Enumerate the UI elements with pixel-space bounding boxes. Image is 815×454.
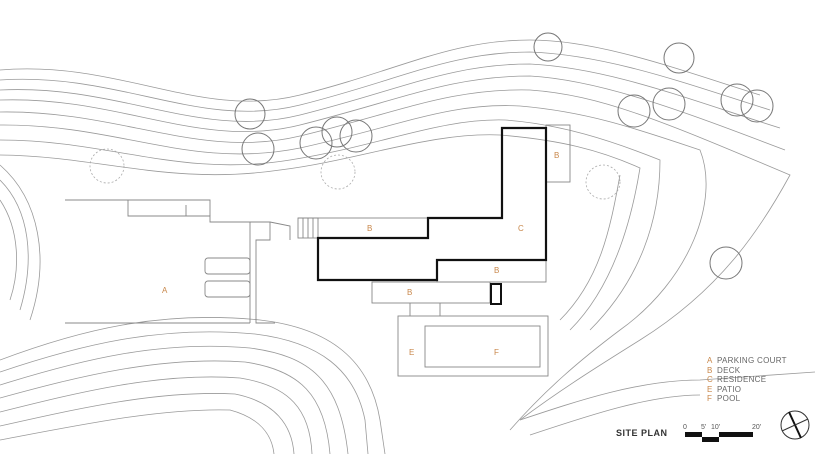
label-b: B	[554, 151, 559, 160]
label-b: B	[494, 266, 499, 275]
plan-labels: A B B C B B E F	[162, 151, 559, 357]
label-f: F	[494, 348, 499, 357]
decks-and-patio	[297, 124, 571, 377]
scale-tick: 20'	[752, 424, 762, 431]
residence-outline	[316, 126, 548, 282]
label-a: A	[162, 286, 168, 295]
label-c: C	[518, 224, 524, 233]
north-arrow-icon	[780, 410, 810, 440]
scale-tick: 0	[683, 424, 687, 431]
parking-court	[65, 199, 291, 324]
scale-tick: 10'	[711, 424, 721, 431]
contour-lines	[0, 39, 815, 454]
label-e: E	[409, 348, 414, 357]
site-plan-title: SITE PLAN	[616, 428, 668, 438]
label-b: B	[407, 288, 412, 297]
scale-tick: 5'	[701, 424, 707, 431]
stair-detail	[490, 283, 502, 305]
trees	[89, 32, 774, 280]
scale-bar	[685, 432, 753, 442]
label-b: B	[367, 224, 372, 233]
